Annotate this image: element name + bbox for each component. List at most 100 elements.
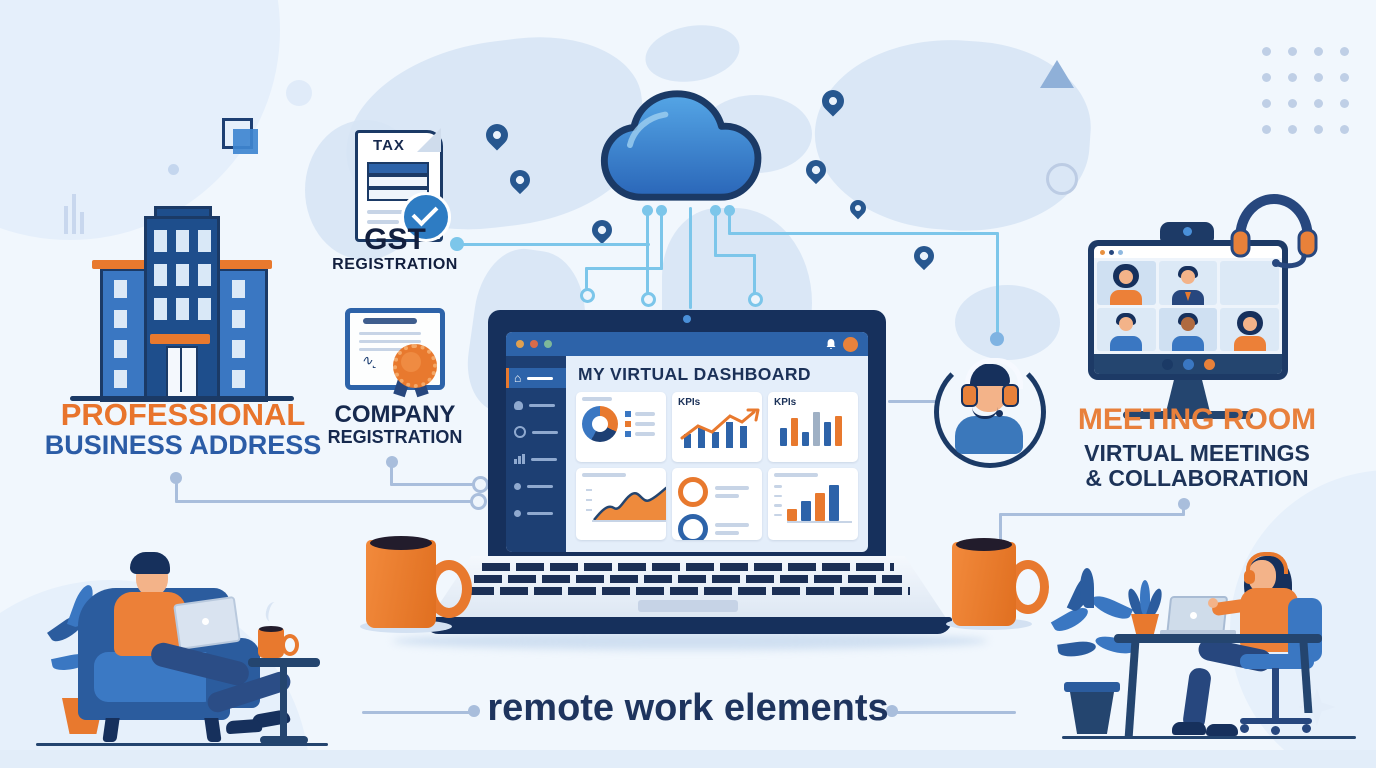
keyboard-keys[interactable]	[430, 556, 946, 612]
participant-tile-man-2[interactable]	[1158, 307, 1218, 351]
circuit-dot	[450, 237, 464, 251]
check-badge-icon	[401, 192, 451, 242]
kpi-label-1: KPIs	[678, 397, 701, 408]
monitor-base	[1123, 411, 1253, 419]
card-kpi-trend[interactable]: KPIs	[672, 392, 762, 462]
donut-chart	[582, 406, 618, 442]
headset-band	[965, 358, 1023, 389]
bar	[64, 206, 68, 234]
sidebar-item-analytics[interactable]	[506, 449, 566, 469]
woman-hand	[1208, 598, 1218, 608]
shoulders	[1110, 289, 1143, 305]
sidebar-item-5[interactable]	[506, 476, 566, 496]
circuit-end-dot	[990, 332, 1004, 346]
dashboard-sidebar: ⌂	[506, 356, 566, 552]
certificate-rosette-center	[401, 352, 421, 372]
building-ground-line	[70, 396, 294, 401]
chair-wheel	[1302, 724, 1311, 733]
bar-chart-icon	[514, 454, 525, 464]
trackpad[interactable]	[638, 600, 738, 612]
sidebar-item-6[interactable]	[506, 503, 566, 523]
table-mug-handle	[281, 634, 299, 656]
desk-plant-leaves	[1125, 578, 1165, 619]
document-tax-label: TAX	[373, 137, 405, 154]
participant-tile-woman-1[interactable]	[1097, 261, 1156, 305]
connector-line	[896, 711, 1016, 714]
sidebar-label-bar	[532, 430, 558, 434]
big-plant-pot	[1070, 692, 1114, 734]
card-kpi-bars[interactable]: KPIs	[768, 392, 858, 462]
chair-wheel	[1271, 726, 1280, 735]
participant-tile-man-blue[interactable]	[1097, 307, 1156, 351]
participant-tile-empty[interactable]	[1220, 261, 1279, 305]
headset-earcup-right	[1002, 384, 1019, 407]
user-avatar[interactable]	[843, 336, 858, 352]
avatar-arc	[934, 356, 1046, 468]
page-caption: remote work elements	[487, 687, 889, 729]
connector-ring	[470, 493, 487, 510]
blue-ring	[678, 514, 708, 540]
decor-dot-grid	[1262, 47, 1271, 56]
leaf	[1140, 580, 1150, 616]
dashboard-title: MY VIRTUAL DASHBOARD	[578, 364, 811, 384]
dashboard-content: MY VIRTUAL DASHBOARD	[566, 356, 868, 552]
big-plant-leaf	[1057, 639, 1097, 659]
circuit-line	[996, 232, 999, 334]
circuit-line	[714, 254, 756, 257]
map-pin	[909, 241, 939, 271]
mute-button[interactable]	[1161, 358, 1173, 370]
webcam-lens	[1183, 227, 1192, 236]
card-title-bar	[582, 397, 612, 401]
office-chair-column	[1272, 668, 1279, 720]
participant-tile-man-suit[interactable]	[1158, 261, 1218, 305]
card-growth-bars[interactable]	[768, 468, 858, 540]
card-title-bar	[582, 473, 626, 477]
sidebar-item-home[interactable]: ⌂	[506, 368, 566, 388]
sidebar-item-profile[interactable]	[506, 395, 566, 415]
connector-line	[888, 400, 936, 403]
bar	[80, 212, 84, 234]
card-donut-chart[interactable]	[576, 392, 666, 462]
woman-shoe	[1172, 722, 1206, 735]
laptop-keyboard-deck	[430, 556, 946, 618]
document-table-header	[367, 162, 429, 175]
connector-dot	[1178, 498, 1190, 510]
card-area-chart[interactable]	[576, 468, 666, 540]
end-call-button[interactable]	[1203, 358, 1215, 370]
donut-legend	[625, 411, 655, 437]
face	[1119, 316, 1134, 331]
connector-line	[175, 483, 178, 503]
office-chair-seat	[1240, 654, 1314, 669]
laptop-bottom-bar	[424, 617, 952, 634]
agent-body	[955, 416, 1023, 454]
connector-ring	[472, 476, 489, 493]
sidebar-item-settings[interactable]	[506, 422, 566, 442]
bell-icon[interactable]	[825, 338, 837, 350]
donut-row	[582, 406, 660, 442]
video-button[interactable]	[1182, 358, 1194, 370]
participant-tile-woman-2[interactable]	[1220, 307, 1279, 351]
table-mug	[258, 628, 284, 658]
sidebar-label-bar	[527, 511, 553, 515]
window-dot-orange	[516, 340, 524, 348]
gst-line1: GST	[364, 223, 426, 256]
home-icon: ⌂	[514, 371, 522, 385]
window-dot	[1118, 249, 1123, 255]
decor-circle-light	[286, 80, 312, 106]
connector-dot	[170, 472, 182, 484]
woman-headphone-cup	[1244, 570, 1255, 584]
key-row	[466, 587, 910, 595]
bg-bottom-band	[0, 750, 1376, 768]
certificate-line	[359, 348, 405, 351]
card-ring-stats[interactable]	[672, 468, 762, 540]
headset-mic-tip	[996, 410, 1003, 417]
circuit-line	[689, 207, 692, 309]
mug-body	[952, 542, 1016, 626]
company-line2: REGISTRATION	[327, 426, 463, 447]
shoulders	[1171, 336, 1204, 351]
gst-line2: REGISTRATION	[332, 256, 458, 274]
building-door-divider	[180, 348, 182, 392]
document-fold	[417, 128, 441, 152]
circuit-line	[728, 232, 999, 235]
